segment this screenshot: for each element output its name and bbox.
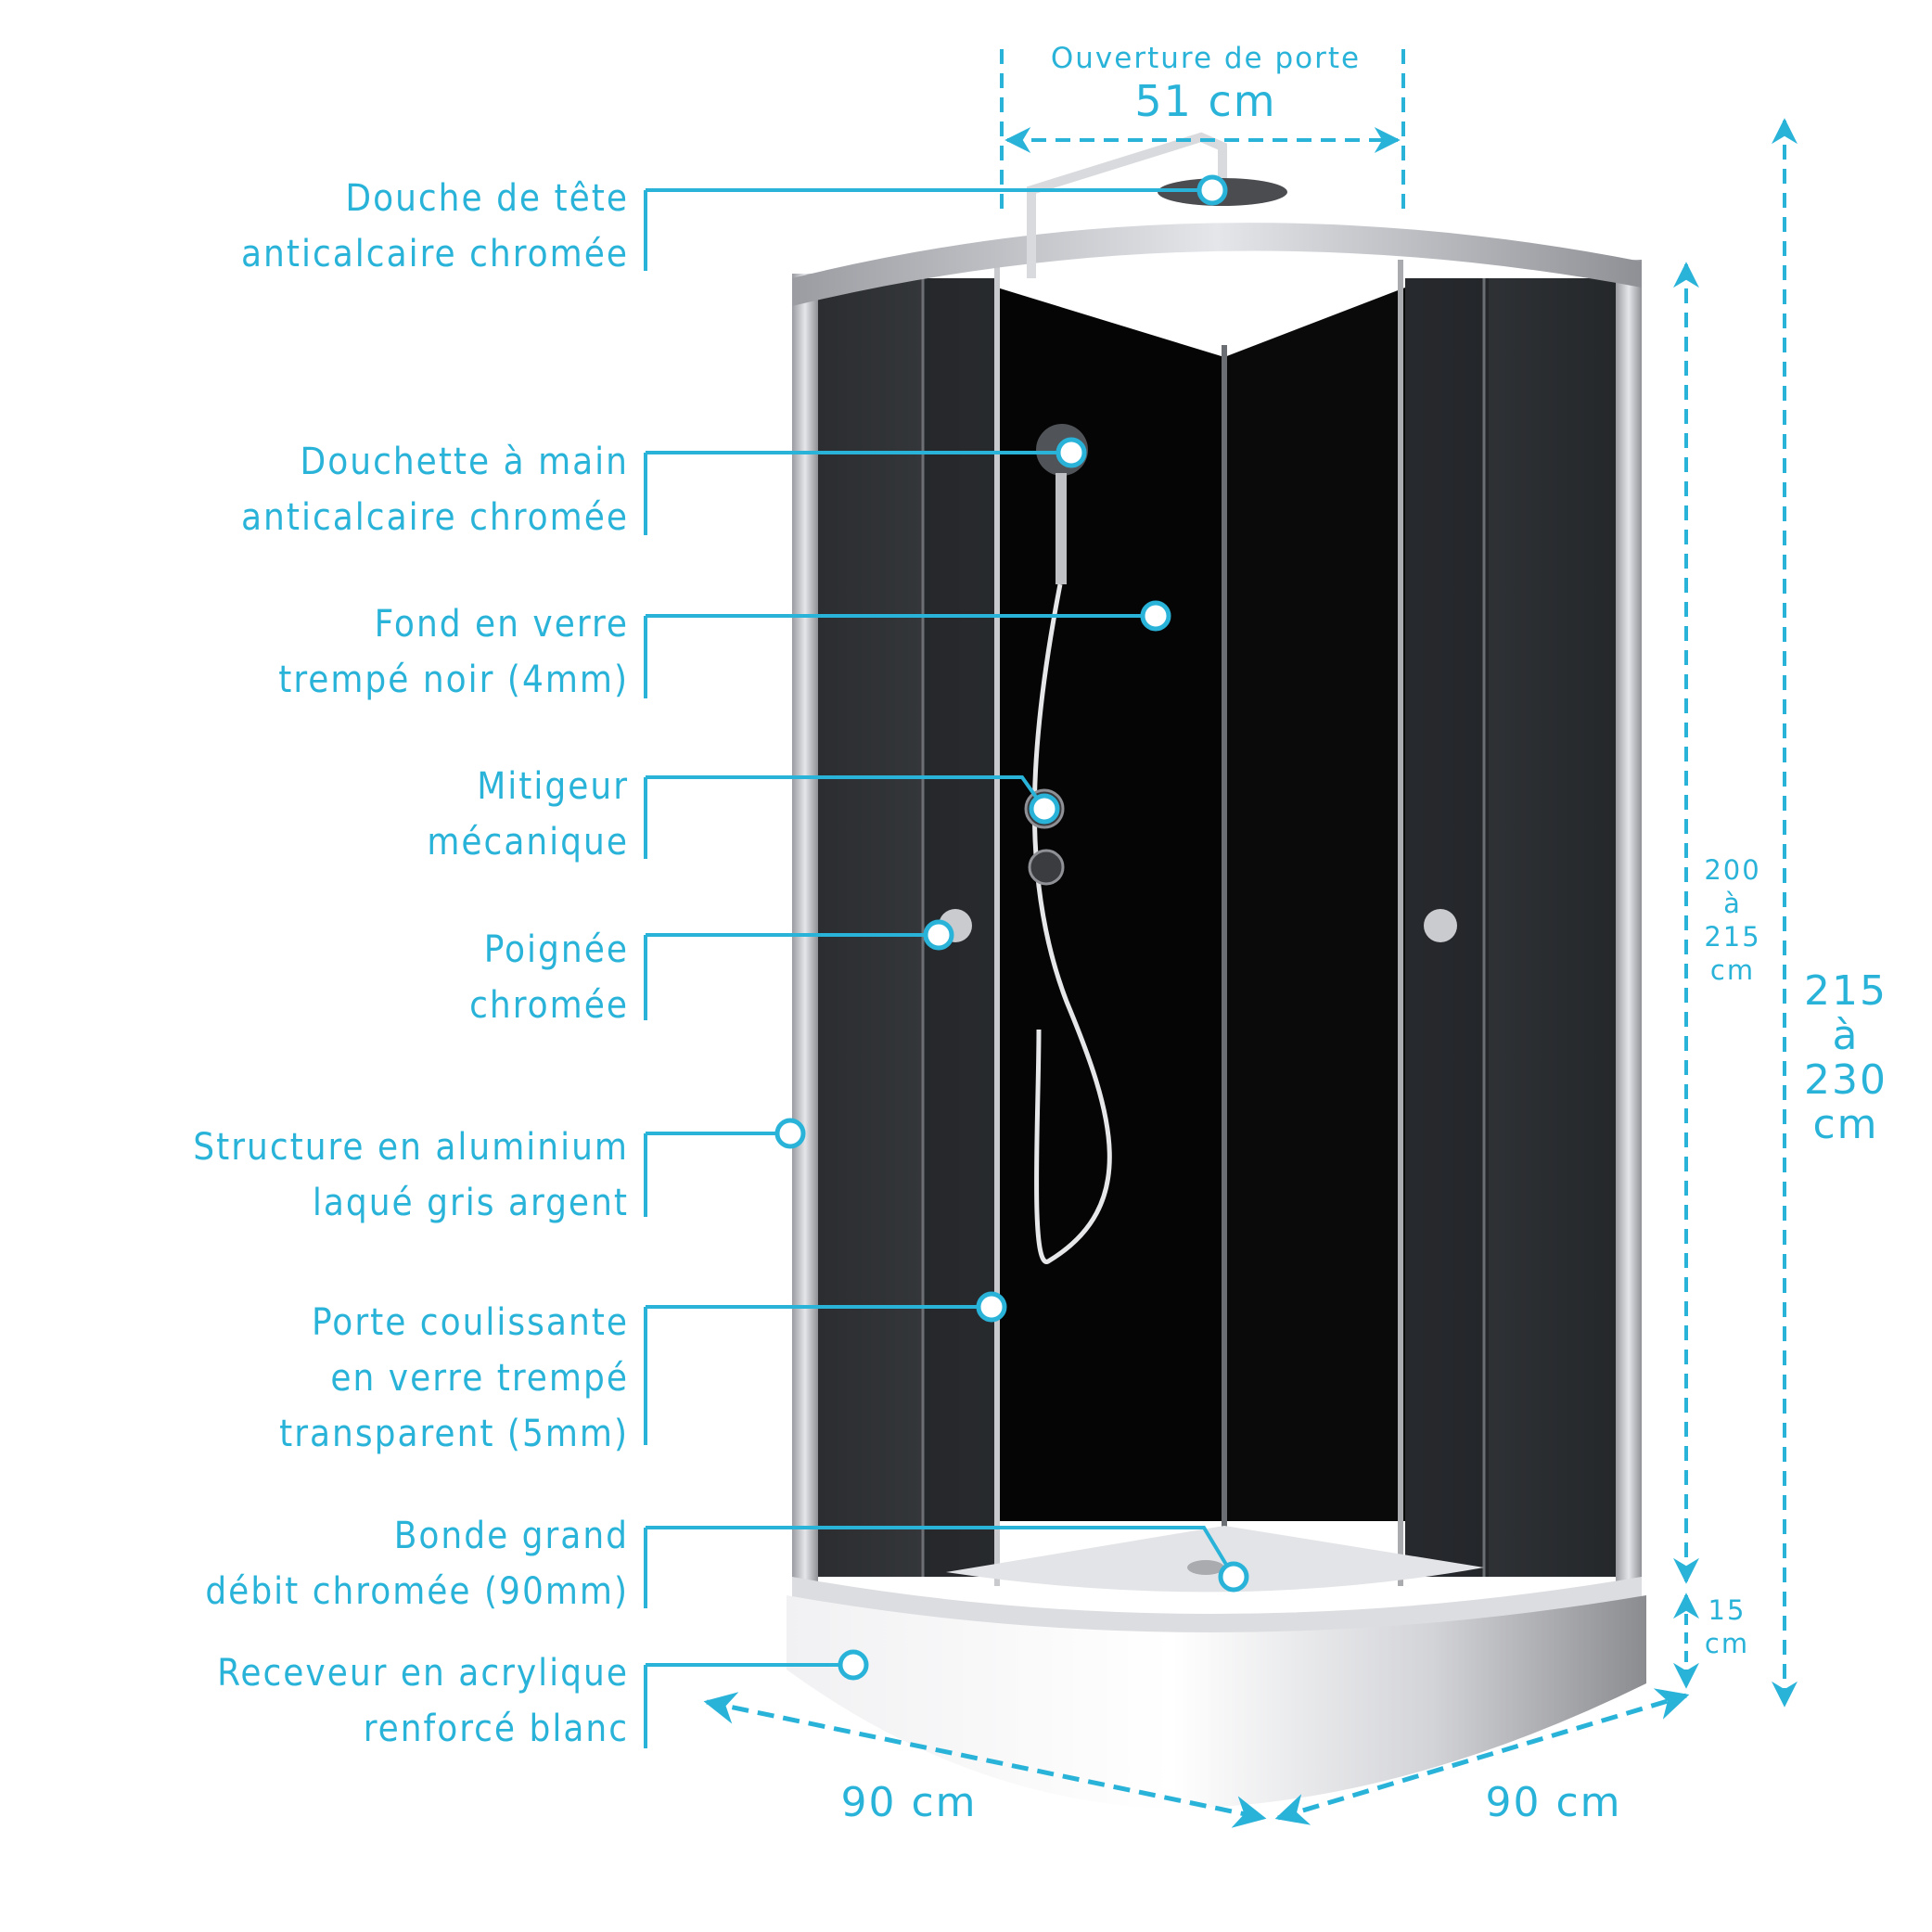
dim-line: 230 xyxy=(1804,1056,1887,1104)
label-line: Structure en aluminium xyxy=(193,1126,629,1169)
label-line: Receveur en acrylique xyxy=(217,1652,629,1695)
shower-cabin xyxy=(787,132,1646,1809)
label-line: mécanique xyxy=(427,821,629,864)
callout-dot-structure xyxy=(774,1118,806,1149)
label-porte-coulissante: Porte coulissante en verre trempé transp… xyxy=(279,1295,629,1462)
frame-top-arc xyxy=(792,223,1642,306)
label-line: trempé noir (4mm) xyxy=(278,659,629,701)
label-poignee: Poignée chromée xyxy=(469,922,629,1033)
callout-dot-douchette-a-main xyxy=(1056,437,1087,468)
callout-dot-fond-verre xyxy=(1140,600,1171,632)
label-line: transparent (5mm) xyxy=(279,1413,629,1455)
back-panel-right xyxy=(1224,288,1405,1521)
label-line: Porte coulissante xyxy=(312,1301,629,1344)
callout-dot-douche-de-tete xyxy=(1196,174,1228,206)
door-opening-title: Ouverture de porte xyxy=(1050,42,1362,75)
dim-line: 215 xyxy=(1804,967,1887,1015)
label-line: Fond en verre xyxy=(374,603,629,646)
width-left-label: 90 cm xyxy=(840,1779,978,1826)
frame-post-right xyxy=(1616,260,1642,1595)
width-left-arrow xyxy=(703,1692,1267,1828)
label-mitigeur: Mitigeur mécanique xyxy=(427,759,629,870)
label-douchette-a-main: Douchette à main anticalcaire chromée xyxy=(241,434,629,545)
label-bonde: Bonde grand débit chromée (90mm) xyxy=(205,1508,629,1619)
label-structure: Structure en aluminium laqué gris argent xyxy=(193,1120,629,1231)
label-receveur: Receveur en acrylique renforcé blanc xyxy=(217,1645,629,1757)
label-fond-verre: Fond en verre trempé noir (4mm) xyxy=(278,596,629,708)
leader-line-bonde xyxy=(646,1526,1235,1579)
label-line: Douche de tête xyxy=(345,177,629,220)
label-line: en verre trempé xyxy=(330,1357,629,1400)
label-line: Bonde grand xyxy=(393,1515,629,1557)
back-panel-left xyxy=(997,288,1224,1521)
label-douche-de-tete: Douche de tête anticalcaire chromée xyxy=(241,171,629,282)
label-line: Poignée xyxy=(483,928,629,971)
label-line: débit chromée (90mm) xyxy=(205,1570,629,1613)
diverter-knob xyxy=(1028,849,1065,886)
ceiling-white xyxy=(997,241,1405,343)
dim-line: 215 xyxy=(1704,921,1761,953)
width-dimensions xyxy=(703,1688,1690,1828)
shower-hose xyxy=(1031,583,1112,1264)
callout-dot-bonde xyxy=(1218,1561,1249,1593)
door-handle-right xyxy=(1424,909,1457,942)
total-height-label: 215 à 230 cm xyxy=(1799,969,1892,1147)
door-opening-dimension xyxy=(1000,49,1405,213)
dim-line: cm xyxy=(1709,954,1756,986)
label-line: anticalcaire chromée xyxy=(241,496,629,539)
callout-dot-poignee xyxy=(923,919,954,951)
label-line: renforcé blanc xyxy=(363,1708,629,1750)
label-line: laqué gris argent xyxy=(312,1182,629,1224)
dim-line: à xyxy=(1723,888,1742,919)
callout-dot-porte-coulissante xyxy=(976,1291,1007,1323)
callout-dot-mitigeur xyxy=(1029,793,1060,825)
height-dimensions xyxy=(1673,118,1798,1708)
dim-line: à xyxy=(1832,1012,1860,1059)
dim-line: 200 xyxy=(1704,854,1761,886)
callout-dot-receveur xyxy=(838,1649,869,1681)
callout-leaders xyxy=(644,174,1249,1748)
door-opening-value: 51 cm xyxy=(1134,76,1277,126)
label-line: Douchette à main xyxy=(300,441,629,483)
label-line: Mitigeur xyxy=(477,765,629,808)
tray-height-label: 15 cm xyxy=(1699,1593,1755,1660)
label-line: chromée xyxy=(469,984,629,1027)
dim-line: cm xyxy=(1704,1628,1750,1659)
width-right-label: 90 cm xyxy=(1485,1779,1622,1826)
dim-line: 15 xyxy=(1708,1594,1746,1626)
drain xyxy=(1187,1560,1224,1575)
cabin-height-label: 200 à 215 cm xyxy=(1699,853,1766,987)
width-right-arrow xyxy=(1274,1688,1690,1825)
tray-floor xyxy=(946,1526,1484,1593)
label-line: anticalcaire chromée xyxy=(241,233,629,275)
dim-line: cm xyxy=(1812,1101,1879,1148)
